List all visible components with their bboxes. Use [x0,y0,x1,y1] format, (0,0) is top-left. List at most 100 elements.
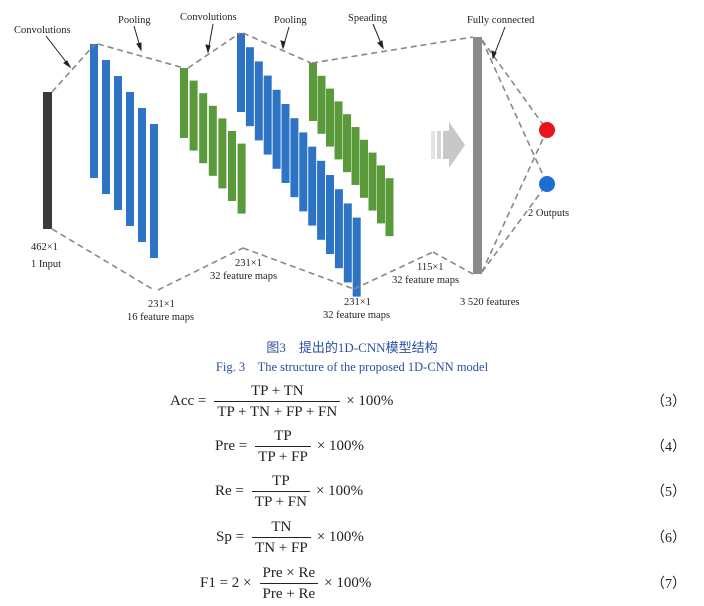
connector-input-top [51,43,96,93]
connector-conv1-top [97,43,185,69]
fraction-denominator: Pre + Re [259,582,319,603]
conv2-map-12 [334,189,343,269]
conv1-map-4 [126,92,134,226]
label-pool1-maps: 32 feature maps [210,271,277,282]
connector-pool1-top [187,32,241,69]
label-outputs: 2 Outputs [528,208,569,219]
label-pool1-size: 231×1 [235,258,262,269]
pool1-map-6 [228,131,236,201]
pool1-map-4 [208,105,217,176]
dashed-connectors [51,32,548,291]
conv2-map-14 [352,217,361,297]
pool1-map-1 [180,68,188,138]
connector-pool2-top [311,36,474,64]
cnn-architecture-diagram: Convolutions Pooling Convolutions Poolin… [14,12,569,323]
conv2-map-9 [308,146,317,226]
feature-map-bars [43,33,482,297]
connector-fc-blue-top [481,39,548,185]
label-fc-features: 3 520 features [460,297,519,308]
conv2-map-5 [272,89,281,169]
connector-conv2-bottom [353,251,434,290]
pool2-map-6 [351,127,360,185]
label-conv1-maps: 16 feature maps [127,312,194,323]
label-fully-connected: Fully connected [467,15,535,26]
label-convolutions-1: Convolutions [14,25,71,36]
connector-fc-blue-bottom [481,183,548,273]
fraction-denominator: TP + TN + FP + FN [214,400,341,421]
label-pooling-1: Pooling [118,15,151,26]
equation-lhs: Pre = [215,437,248,454]
label-speading: Speading [348,13,388,24]
connector-pool2-bottom [432,251,474,275]
pool1-map-3 [199,93,208,164]
equation-lhs: F1 = 2 × [200,574,252,591]
connector-conv1-bottom [157,247,244,291]
pool1-map-2 [189,80,198,151]
conv2-map-6 [281,104,290,183]
label-conv2-size: 231×1 [344,297,371,308]
equation-lhs: Sp = [216,528,245,545]
label-conv2-maps: 32 feature maps [323,310,390,321]
equation-lhs: Re = [215,482,244,499]
equation-rhs: × 100% [315,482,364,499]
label-input-name: 1 Input [31,259,61,270]
pool2-map-2 [317,75,326,134]
label-pooling-2: Pooling [274,15,307,26]
label-pointers [45,23,506,69]
conv2-map-1 [237,33,245,112]
conv2-map-4 [263,75,272,155]
fraction-numerator: TP + TN [250,382,304,399]
pool2-map-4 [334,101,343,160]
fraction-denominator: TN + FP [252,536,311,557]
fraction-numerator: TP [272,472,290,489]
equation-rhs: × 100% [316,437,365,454]
pool2-map-1 [309,63,317,121]
equation-rhs: × 100% [324,574,372,591]
fraction-numerator: Pre × Re [262,564,316,581]
fraction-numerator: TN [271,518,292,535]
fraction-denominator: TP + FP [255,445,311,466]
flatten-arrow-icon [431,122,465,168]
pool2-map-10 [385,178,394,237]
equation-rhs: × 100% [346,392,394,409]
equation-number: （6） [651,531,686,546]
equation-number: （3） [651,395,686,410]
output-node-red [539,122,555,138]
label-input-size: 462×1 [31,242,58,253]
connector-fc-red-bottom [481,129,548,273]
equation-number: （4） [651,440,686,455]
pool2-map-5 [343,114,351,173]
pool1-map-5 [218,118,227,189]
conv1-map-3 [114,76,122,210]
label-pool2-maps: 32 feature maps [392,275,459,286]
conv1-map-1 [90,44,98,178]
conv1-map-6 [150,124,158,258]
label-conv1-size: 231×1 [148,299,175,310]
fully-connected-bar [473,37,482,274]
pool1-map-7 [237,143,246,214]
equation-number: （7） [651,577,686,592]
connector-conv2-top [242,32,312,64]
fraction-denominator: TP + FN [251,490,310,511]
input-bar [43,92,52,229]
equation-number: （5） [651,485,686,500]
connector-fc-red-top [481,39,548,131]
fraction-numerator: TP [274,427,292,444]
conv1-map-5 [138,108,146,242]
pool2-map-7 [360,139,368,198]
